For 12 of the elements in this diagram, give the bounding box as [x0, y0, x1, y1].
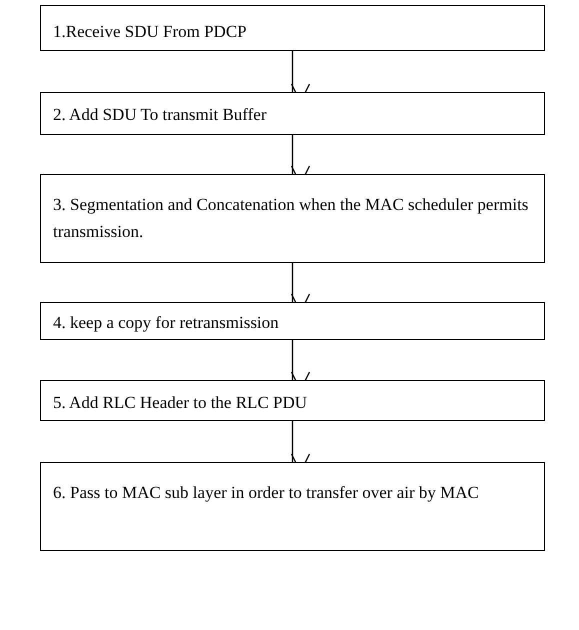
- step-text: 6. Pass to MAC sub layer in order to transfer over air by MAC: [53, 482, 480, 504]
- step-text: 1.Receive SDU From PDCP: [53, 21, 248, 43]
- step-text: 5. Add RLC Header to the RLC PDU: [53, 392, 308, 414]
- process-box: [40, 92, 545, 135]
- process-box: [40, 462, 545, 551]
- process-box: [40, 174, 545, 263]
- process-box: [40, 5, 545, 51]
- step-text: 3. Segmentation and Concatenation when the MAC scheduler permits transmission.: [53, 194, 530, 243]
- step-text: 2. Add SDU To transmit Buffer: [53, 104, 268, 126]
- step-text: 4. keep a copy for retransmission: [53, 312, 280, 334]
- process-box: [40, 380, 545, 421]
- process-box: [40, 302, 545, 340]
